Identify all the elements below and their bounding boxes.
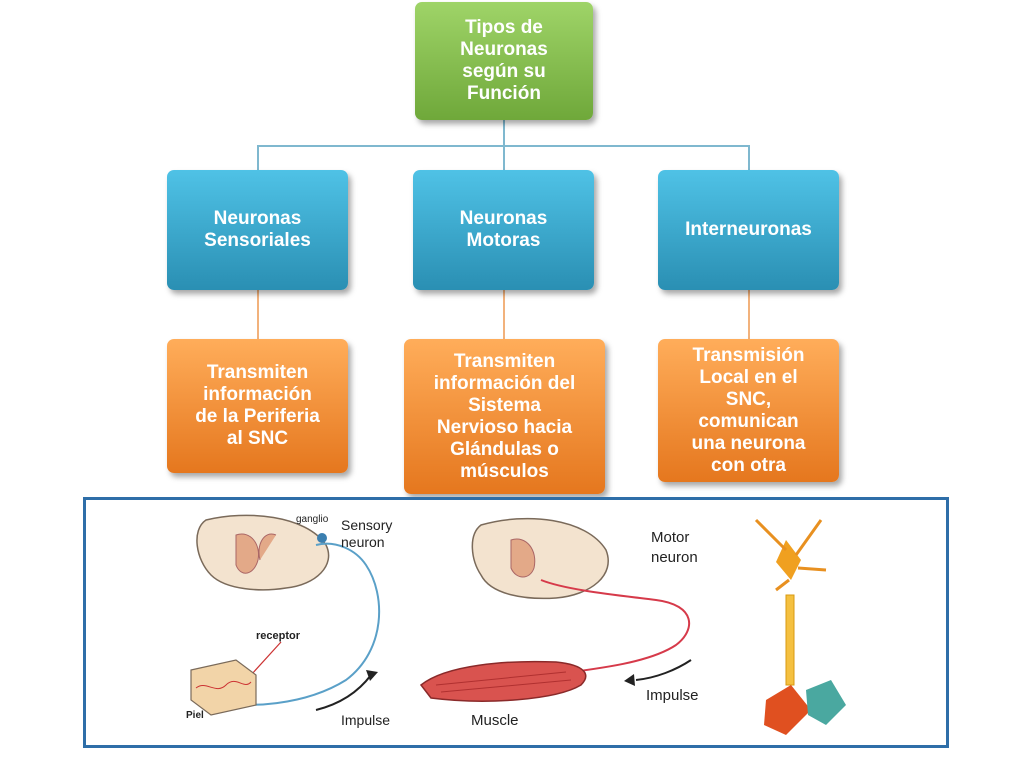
root-node: Tipos de Neuronas según su Función — [415, 2, 593, 120]
connector-sensory-desc — [257, 290, 259, 340]
description-text-sensory: Transmiten información de la Periferia a… — [195, 362, 320, 449]
skin-block — [190, 659, 257, 716]
neuron-illustration-panel: ganglio Sensory neuron receptor Piel Imp… — [83, 497, 949, 748]
sensory-neuron-label-1: Sensory — [341, 517, 392, 533]
connector-motor-desc — [503, 290, 505, 340]
description-text-motor: Transmiten información del Sistema Nervi… — [433, 350, 576, 482]
connector-root-down — [503, 120, 505, 146]
description-interneurons: Transmisión Local en el SNC, comunican u… — [658, 339, 839, 482]
sensory-neuron-label-2: neuron — [341, 534, 385, 550]
motor-neuron-label-2: neuron — [651, 549, 698, 566]
neuron-illustration: ganglio Sensory neuron receptor Piel Imp… — [186, 514, 846, 735]
description-sensory: Transmiten información de la Periferia a… — [167, 339, 348, 473]
description-motor: Transmiten información del Sistema Nervi… — [404, 339, 605, 494]
muscle-illustration — [419, 660, 587, 702]
connector-left-down — [257, 145, 259, 171]
motor-impulse-label: Impulse — [646, 687, 699, 704]
sensory-impulse-label: Impulse — [341, 712, 390, 728]
ganglio-label: ganglio — [296, 514, 329, 525]
category-label-motor: Neuronas Motoras — [459, 208, 548, 251]
interneuron-illustration — [754, 518, 846, 735]
connector-right-down — [748, 145, 750, 171]
spinal-cord-motor — [471, 517, 609, 600]
connector-mid-down — [503, 145, 505, 171]
receptor-label: receptor — [256, 630, 301, 642]
root-label: Tipos de Neuronas según su Función — [460, 17, 548, 104]
category-label-interneurons: Interneuronas — [685, 219, 812, 240]
category-label-sensory: Neuronas Sensoriales — [204, 208, 311, 251]
description-text-interneurons: Transmisión Local en el SNC, comunican u… — [691, 344, 806, 476]
category-motor: Neuronas Motoras — [413, 170, 594, 290]
motor-neuron-label-1: Motor — [651, 529, 689, 546]
category-sensory: Neuronas Sensoriales — [167, 170, 348, 290]
spinal-cord-sensory — [196, 514, 330, 591]
connector-inter-desc — [748, 290, 750, 340]
piel-label: Piel — [186, 710, 204, 721]
muscle-label: Muscle — [471, 712, 519, 729]
category-interneurons: Interneuronas — [658, 170, 839, 290]
